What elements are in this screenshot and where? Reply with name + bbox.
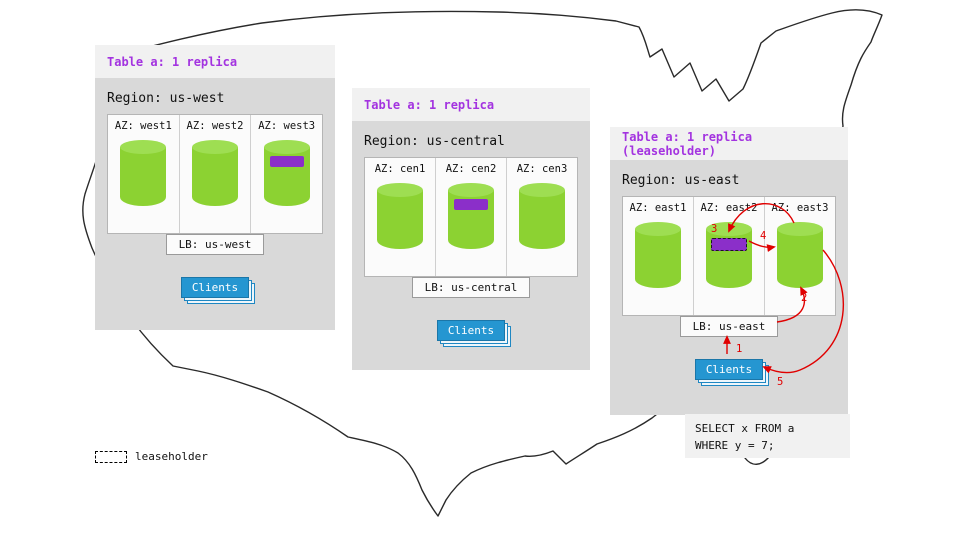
cylinder-body (192, 147, 238, 206)
replica-band (454, 199, 488, 210)
az-label: AZ: east3 (771, 202, 829, 214)
cylinder-body (519, 190, 565, 249)
region-body: Region: us-west AZ: west1 AZ: west2 AZ: … (95, 78, 335, 330)
replica-cylinder (706, 222, 752, 288)
az-strip: AZ: east1 AZ: east2 AZ: east3 (622, 196, 836, 316)
cylinder-body (120, 147, 167, 206)
replica-cylinder (192, 140, 238, 206)
cylinder-top (377, 183, 423, 197)
az-label: AZ: east1 (629, 202, 687, 214)
replica-cylinder (263, 140, 310, 206)
cylinder-top (263, 140, 310, 154)
region-panel-us-central: Table a: 1 replica Region: us-central AZ… (352, 88, 590, 370)
az-strip: AZ: west1 AZ: west2 AZ: west3 (107, 114, 323, 234)
load-balancer-box: LB: us-east (679, 316, 779, 337)
az-label: AZ: cen2 (445, 163, 497, 175)
replica-cylinder (635, 222, 681, 288)
az-label: AZ: cen1 (374, 163, 426, 175)
region-panel-us-west: Table a: 1 replica Region: us-west AZ: w… (95, 45, 335, 330)
cylinder-top (635, 222, 681, 236)
load-balancer-box: LB: us-west (165, 234, 265, 255)
leaseholder-legend: leaseholder (95, 450, 208, 463)
region-body: Region: us-east AZ: east1 AZ: east2 AZ: … (610, 160, 848, 415)
az-column: AZ: west3 (250, 115, 322, 233)
table-header-label: Table a: 1 replica (364, 97, 495, 112)
cylinder-body (635, 229, 681, 288)
az-label: AZ: east2 (700, 202, 758, 214)
replica-cylinder (377, 183, 423, 249)
cylinder-top (777, 222, 823, 236)
az-column: AZ: east2 (693, 197, 764, 315)
load-balancer-box: LB: us-central (411, 277, 531, 298)
region-panel-us-east: Table a: 1 replica (leaseholder) Region:… (610, 127, 848, 415)
table-header: Table a: 1 replica (leaseholder) (610, 127, 848, 160)
az-column: AZ: cen3 (506, 158, 577, 276)
replica-cylinder (448, 183, 494, 249)
table-header-label: Table a: 1 replica (leaseholder) (622, 129, 753, 158)
az-label: AZ: cen3 (516, 163, 568, 175)
cylinder-top (706, 222, 752, 236)
leaseholder-band (711, 238, 747, 251)
cylinder-body (777, 229, 823, 288)
leaseholder-swatch-icon (95, 450, 127, 463)
cylinder-body (377, 190, 423, 249)
table-header: Table a: 1 replica (352, 88, 590, 121)
az-label: AZ: west1 (114, 120, 172, 132)
lb-row: LB: us-east (622, 316, 836, 337)
az-column: AZ: cen1 (365, 158, 435, 276)
az-label: AZ: west2 (186, 120, 244, 132)
az-column: AZ: east1 (623, 197, 693, 315)
az-label: AZ: west3 (258, 120, 316, 132)
cylinder-top (120, 140, 167, 154)
clients-box: Clients (180, 277, 250, 298)
table-header-label: Table a: 1 replica (107, 54, 238, 69)
az-strip: AZ: cen1 AZ: cen2 AZ: cen3 (364, 157, 578, 277)
az-column: AZ: west1 (108, 115, 179, 233)
clients-box: Clients (436, 320, 506, 341)
replica-cylinder (777, 222, 823, 288)
cylinder-top (448, 183, 494, 197)
region-title: Region: us-east (622, 173, 740, 188)
lb-row: LB: us-west (107, 234, 323, 255)
cylinder-top (519, 183, 565, 197)
clients-box: Clients (694, 359, 764, 380)
replica-cylinder (519, 183, 565, 249)
table-header: Table a: 1 replica (95, 45, 335, 78)
cylinder-top (192, 140, 238, 154)
lb-row: LB: us-central (364, 277, 578, 298)
region-title: Region: us-west (107, 91, 225, 106)
sql-query-box: SELECT x FROM a WHERE y = 7; (685, 414, 850, 458)
az-column: AZ: west2 (178, 115, 251, 233)
az-column: AZ: east3 (764, 197, 835, 315)
replica-cylinder (120, 140, 167, 206)
legend-label: leaseholder (135, 450, 208, 463)
region-title: Region: us-central (364, 134, 505, 149)
replica-band (269, 156, 304, 167)
region-body: Region: us-central AZ: cen1 AZ: cen2 AZ:… (352, 121, 590, 370)
az-column: AZ: cen2 (435, 158, 506, 276)
